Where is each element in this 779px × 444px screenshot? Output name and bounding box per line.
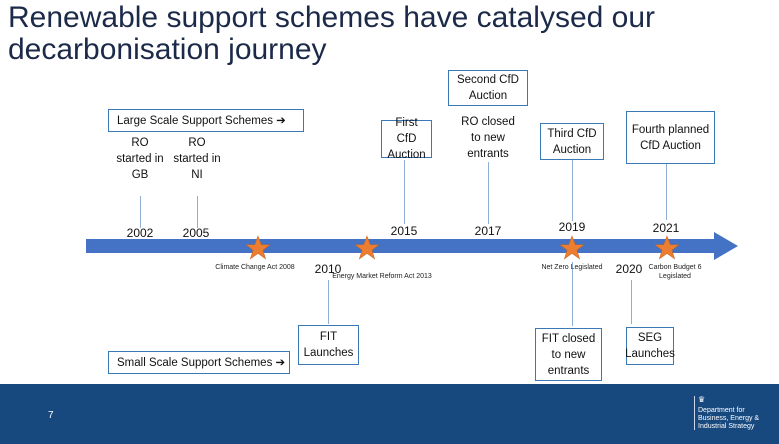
connector-line <box>140 196 141 228</box>
year-2015: 2015 <box>390 224 418 238</box>
connector-line <box>488 162 489 224</box>
slide-title: Renewable support schemes have catalysed… <box>8 1 656 66</box>
connector-line <box>404 160 405 224</box>
timeline-arrow <box>86 232 738 260</box>
milestone-net-zero: Net Zero Legislated <box>541 264 603 271</box>
event-fourth-cfd: Fourth planned CfD Auction <box>626 111 715 164</box>
footer-band: 7 ♛ Department for Business, Energy & In… <box>0 384 779 444</box>
event-fit: FIT Launches <box>298 325 359 365</box>
event-first-cfd: First CfD Auction <box>381 117 432 161</box>
event-ro-closed: RO closed to new entrants <box>458 114 518 162</box>
milestone-climate-change-act: Climate Change Act 2008 <box>215 264 295 271</box>
event-second-cfd: Second CfD Auction <box>448 70 528 106</box>
year-2010: 2010 <box>314 262 342 276</box>
year-2017: 2017 <box>474 224 502 238</box>
connector-line <box>572 262 573 326</box>
event-seg: SEG Launches <box>625 327 675 365</box>
org-logo-text: Department for Business, Energy & Indust… <box>698 407 760 430</box>
connector-line <box>197 196 198 228</box>
logo-divider <box>694 396 695 430</box>
year-2002: 2002 <box>126 226 154 240</box>
page-number: 7 <box>48 410 54 421</box>
event-third-cfd: Third CfD Auction <box>540 123 604 160</box>
year-2020: 2020 <box>615 262 643 276</box>
year-2019: 2019 <box>558 220 586 234</box>
event-ro-gb-text: RO started in GB <box>116 137 164 181</box>
event-ro-closed-text: RO closed to new entrants <box>461 116 515 160</box>
star-icon <box>654 235 680 260</box>
milestone-carbon-budget-6: Carbon Budget 6 Legislated <box>648 264 702 280</box>
connector-line <box>666 164 667 220</box>
connector-line <box>328 280 329 324</box>
year-2021: 2021 <box>652 221 680 235</box>
large-scale-label: Large Scale Support Schemes ➔ <box>108 109 304 132</box>
star-icon <box>559 235 585 260</box>
connector-line <box>631 280 632 324</box>
event-ro-ni-text: RO started in NI <box>173 137 221 181</box>
connector-line <box>572 160 573 221</box>
small-scale-label: Small Scale Support Schemes ➔ <box>108 351 290 374</box>
event-fit-closed: FIT closed to new entrants <box>535 328 602 381</box>
milestone-emr-act: Energy Market Reform Act 2013 <box>332 273 432 280</box>
event-ro-gb: RO started in GB <box>115 135 165 183</box>
year-2005: 2005 <box>182 226 210 240</box>
star-icon <box>245 235 271 260</box>
crest-icon: ♛ <box>698 395 706 404</box>
event-ro-ni: RO started in NI <box>172 135 222 183</box>
star-icon <box>354 235 380 260</box>
